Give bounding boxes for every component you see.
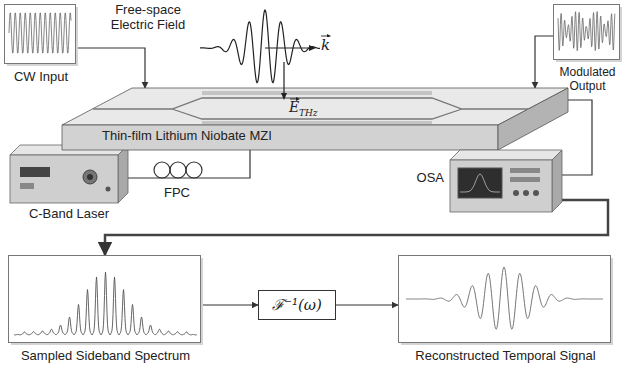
input-waveform-inset: CW Input xyxy=(4,4,78,66)
osa-device-drawing xyxy=(450,150,562,212)
osa-device: OSA xyxy=(450,150,562,212)
field-label: Free-space Electric Field xyxy=(98,2,198,32)
output-waveform-inset: Modulated Output xyxy=(553,4,622,62)
laser-device: C-Band Laser xyxy=(10,145,128,203)
field-symbol: E xyxy=(289,100,299,115)
connector xyxy=(535,36,553,88)
input-waveform-inset-drawing xyxy=(4,4,78,66)
node-caption: C-Band Laser xyxy=(29,206,109,221)
fpc-label: FPC xyxy=(164,185,190,200)
mzi-chip: Thin-film Lithium Niobate MZI xyxy=(62,88,568,150)
node-caption: Reconstructed Temporal Signal xyxy=(415,348,595,363)
node-caption: CW Input xyxy=(14,69,68,84)
field-subscript: THz xyxy=(299,108,318,118)
spectrum-panel: Sampled Sideband Spectrum xyxy=(8,255,203,345)
output-waveform-inset-drawing xyxy=(553,4,622,62)
connector xyxy=(78,48,145,88)
node-caption: Thin-film Lithium Niobate MZI xyxy=(102,128,272,143)
laser-device-drawing xyxy=(10,145,128,203)
signal-panel-drawing xyxy=(398,255,613,345)
node-caption: OSA xyxy=(417,170,444,185)
signal-panel: Reconstructed Temporal Signal xyxy=(398,255,613,345)
transform-box: ℱ⁻¹(ω) xyxy=(258,290,336,320)
wavevector-symbol: k xyxy=(320,37,331,54)
connector xyxy=(336,304,398,305)
connector xyxy=(128,150,250,178)
node-caption: Sampled Sideband Spectrum xyxy=(21,348,190,363)
connector xyxy=(203,304,258,305)
node-caption: Modulated Output xyxy=(552,65,624,93)
transform-label: ℱ⁻¹(ω) xyxy=(272,296,322,314)
spectrum-panel-drawing xyxy=(8,255,203,345)
